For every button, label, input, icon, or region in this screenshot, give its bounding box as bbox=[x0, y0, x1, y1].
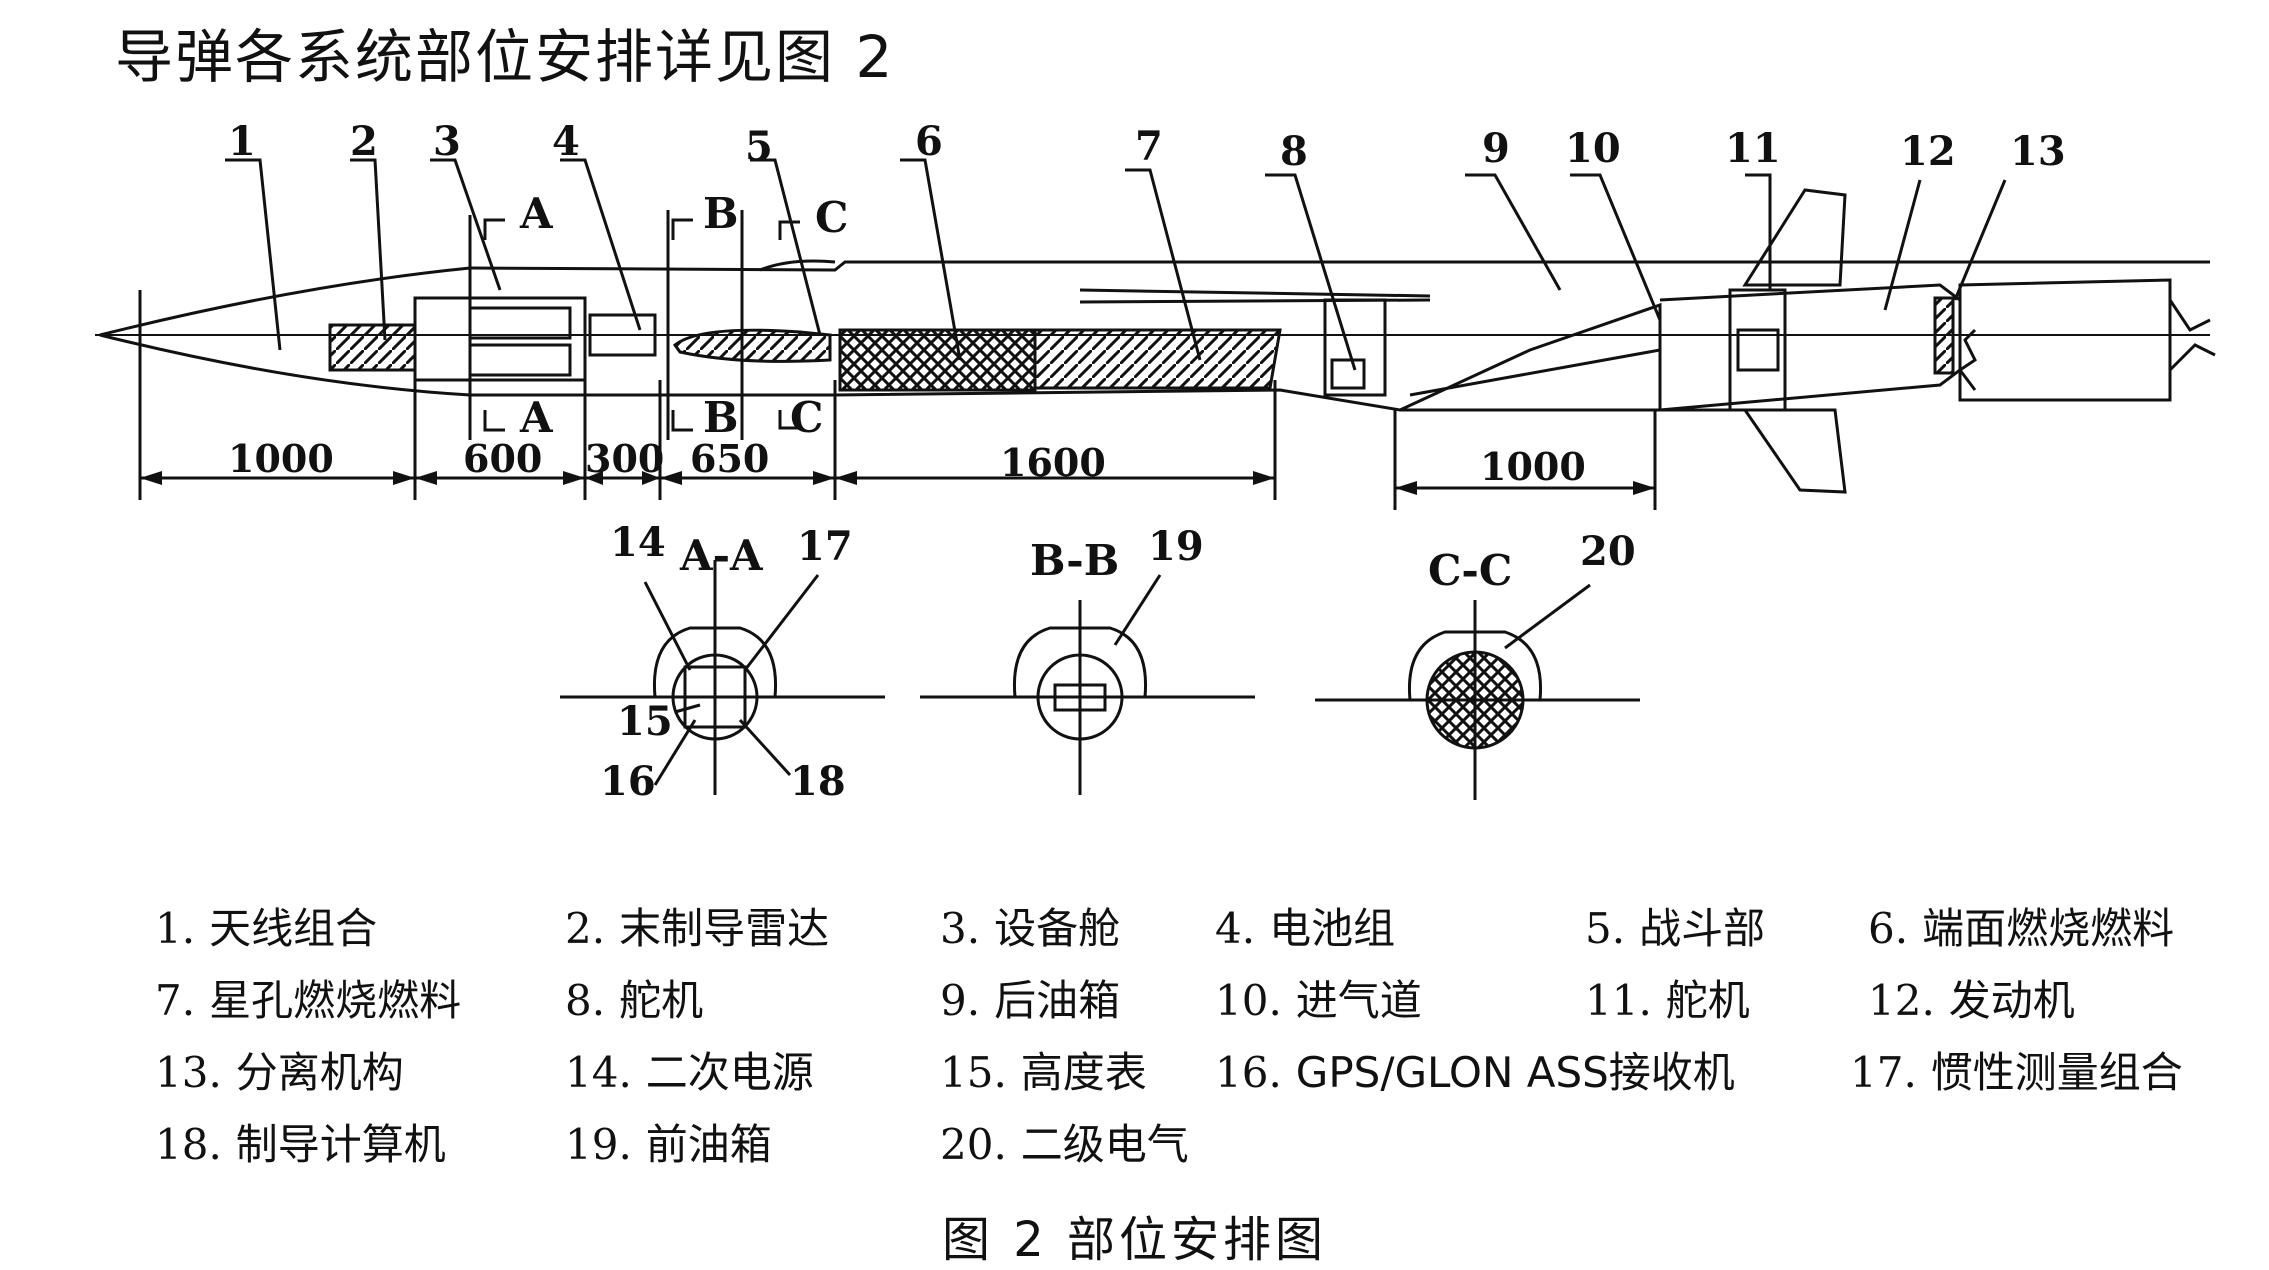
section-title-c-c: C-C bbox=[1428, 546, 1512, 595]
legend-item-20: 20.二级电气 bbox=[940, 1120, 1189, 1169]
part-label-11: 11 bbox=[1725, 125, 1781, 172]
section-title-a-a: A-A bbox=[679, 531, 764, 580]
parts-legend: 1.天线组合 2.末制导雷达 3.设备舱 4.电池组 5.战斗部 6.端面燃烧燃… bbox=[150, 895, 2230, 1183]
part-label-4: 4 bbox=[552, 118, 580, 165]
legend-item-17: 17.惯性测量组合 bbox=[1850, 1048, 2183, 1097]
leader-lines bbox=[225, 158, 2007, 371]
part-label-17: 17 bbox=[797, 523, 853, 570]
section-b-b-view bbox=[920, 574, 1255, 795]
legend-item-8: 8.舵机 bbox=[565, 976, 704, 1025]
part-label-16: 16 bbox=[600, 758, 656, 805]
part-label-5: 5 bbox=[745, 123, 773, 170]
part-label-12: 12 bbox=[1900, 128, 1956, 175]
legend-item-5: 5.战斗部 bbox=[1585, 904, 1766, 953]
section-a-a-view bbox=[560, 560, 885, 795]
section-cut-markers bbox=[468, 210, 800, 440]
legend-item-6: 6.端面燃烧燃料 bbox=[1868, 904, 2175, 953]
missile-side-view bbox=[95, 188, 2216, 494]
page-title: 导弹各系统部位安排详见图 2 bbox=[115, 23, 895, 91]
dimension-300: 300 bbox=[585, 436, 664, 481]
legend-item-10: 10.进气道 bbox=[1215, 976, 1422, 1025]
section-marker-a-top: A bbox=[519, 189, 554, 238]
section-title-b-b: B-B bbox=[1030, 536, 1119, 585]
dimension-600: 600 bbox=[463, 436, 542, 481]
dimension-1600: 1600 bbox=[1000, 440, 1106, 485]
section-marker-c-top: C bbox=[815, 193, 848, 242]
part-label-3: 3 bbox=[433, 118, 461, 165]
legend-item-11: 11.舵机 bbox=[1585, 976, 1750, 1025]
legend-row: 18.制导计算机 19.前油箱 20.二级电气 bbox=[150, 1111, 2230, 1183]
part-label-13: 13 bbox=[2010, 128, 2066, 175]
legend-row: 7.星孔燃烧燃料 8.舵机 9.后油箱 10.进气道 11.舵机 12.发动机 bbox=[150, 967, 2230, 1039]
legend-item-9: 9.后油箱 bbox=[940, 976, 1121, 1025]
legend-item-1: 1.天线组合 bbox=[155, 904, 378, 953]
legend-row: 1.天线组合 2.末制导雷达 3.设备舱 4.电池组 5.战斗部 6.端面燃烧燃… bbox=[150, 895, 2230, 967]
legend-item-19: 19.前油箱 bbox=[565, 1120, 772, 1169]
legend-row: 13.分离机构 14.二次电源 15.高度表 16.GPS/GLON ASS接收… bbox=[150, 1039, 2230, 1111]
figure-caption: 图 2 部位安排图 bbox=[941, 1212, 1328, 1268]
part-label-10: 10 bbox=[1565, 125, 1621, 172]
part-label-7: 7 bbox=[1135, 123, 1163, 170]
dimension-650: 650 bbox=[690, 436, 769, 481]
section-marker-b-bottom: B bbox=[703, 393, 739, 442]
section-marker-a-bottom: A bbox=[519, 393, 554, 442]
legend-item-7: 7.星孔燃烧燃料 bbox=[155, 976, 462, 1025]
part-label-19: 19 bbox=[1148, 523, 1204, 570]
part-label-6: 6 bbox=[915, 118, 943, 165]
dimension-1000-tail: 1000 bbox=[1480, 444, 1586, 489]
part-label-20: 20 bbox=[1580, 528, 1636, 575]
part-label-8: 8 bbox=[1280, 128, 1308, 175]
dimension-arrows bbox=[140, 471, 1655, 495]
legend-item-14: 14.二次电源 bbox=[565, 1048, 814, 1097]
legend-item-16: 16.GPS/GLON ASS接收机 bbox=[1215, 1048, 1735, 1097]
dimension-lines bbox=[138, 290, 1657, 510]
legend-item-13: 13.分离机构 bbox=[155, 1048, 404, 1097]
legend-item-18: 18.制导计算机 bbox=[155, 1120, 446, 1169]
legend-item-12: 12.发动机 bbox=[1868, 976, 2075, 1025]
part-label-18: 18 bbox=[790, 758, 846, 805]
legend-item-3: 3.设备舱 bbox=[940, 904, 1121, 953]
part-label-2: 2 bbox=[350, 118, 378, 165]
section-marker-b-top: B bbox=[703, 189, 739, 238]
part-label-14: 14 bbox=[610, 519, 666, 566]
part-label-15: 15 bbox=[617, 698, 673, 745]
legend-item-15: 15.高度表 bbox=[940, 1048, 1147, 1097]
part-label-1: 1 bbox=[228, 118, 256, 165]
legend-item-4: 4.电池组 bbox=[1215, 904, 1396, 953]
section-c-c-view bbox=[1315, 583, 1640, 800]
dimension-1000-nose: 1000 bbox=[228, 436, 334, 481]
section-marker-c-bottom: C bbox=[790, 393, 823, 442]
legend-item-2: 2.末制导雷达 bbox=[565, 904, 830, 953]
part-label-9: 9 bbox=[1482, 125, 1510, 172]
